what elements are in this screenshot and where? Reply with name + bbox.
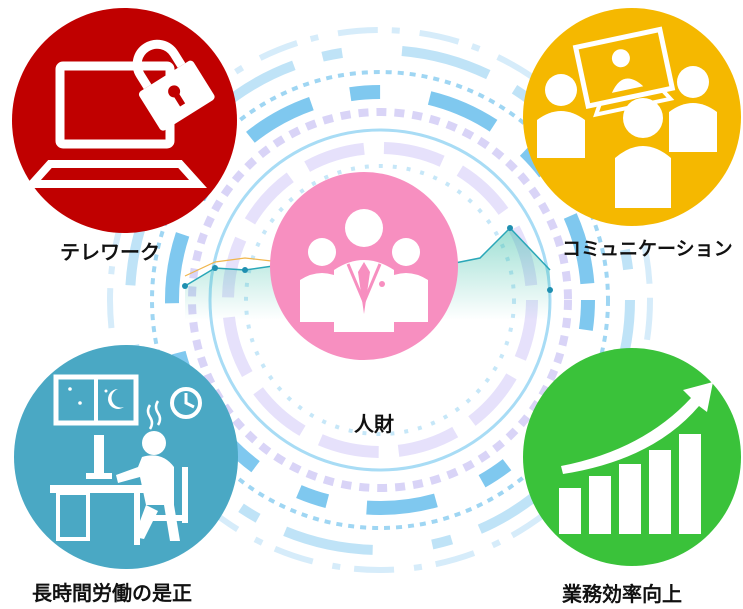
overtime-worker-icon [50,374,202,545]
growth-chart-icon [559,382,713,534]
video-meeting-icon [537,26,717,208]
telework-label: テレワーク [60,240,160,264]
communication-label: コミュニケーション [562,238,733,260]
work-hours-label: 長時間労働の是正 [32,581,192,605]
human-resources-label: 人財 [354,412,394,436]
work-hours-circle [14,345,238,569]
laptop-lock-icon [23,39,215,188]
business-people-icon [300,209,428,332]
telework-circle [12,8,237,233]
efficiency-label: 業務効率向上 [562,582,682,606]
